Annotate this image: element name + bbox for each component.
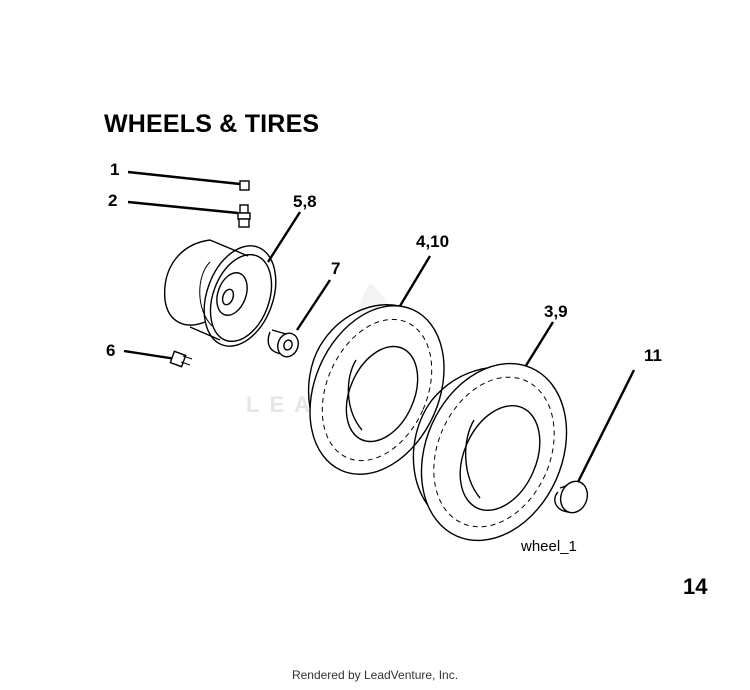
- callout-3-9: 3,9: [544, 302, 568, 321]
- rim-part: [164, 239, 277, 347]
- diagram-id-label: wheel_1: [521, 538, 577, 555]
- leader-4-10: [398, 255, 432, 307]
- callout-2: 2: [108, 191, 118, 210]
- leader-lines: [123, 170, 636, 487]
- leader-5-8: [266, 211, 302, 263]
- callout-11: 11: [644, 346, 662, 365]
- hub-cap-part: [554, 480, 589, 514]
- page-title: WHEELS & TIRES: [104, 110, 320, 138]
- front-tire-part: [308, 304, 445, 475]
- callout-4-10: 4,10: [416, 232, 450, 251]
- leader-3-9: [520, 321, 555, 373]
- leader-1: [127, 170, 241, 186]
- bolt-part: [169, 350, 193, 368]
- callout-1: 1: [110, 160, 120, 179]
- leader-2: [127, 200, 239, 215]
- footer-credit: Rendered by LeadVenture, Inc.: [291, 668, 459, 682]
- leader-7: [295, 279, 332, 331]
- callout-6: 6: [106, 341, 116, 360]
- bushing-part: [267, 329, 299, 358]
- callout-7: 7: [331, 259, 341, 278]
- callout-5-8: 5,8: [293, 192, 317, 211]
- rear-tire-part: [412, 362, 568, 542]
- leader-11: [574, 369, 636, 487]
- leader-6: [123, 349, 177, 361]
- valve-stem-part: [237, 204, 251, 228]
- page-number: 14: [683, 574, 708, 599]
- valve-cap-part: [239, 180, 250, 191]
